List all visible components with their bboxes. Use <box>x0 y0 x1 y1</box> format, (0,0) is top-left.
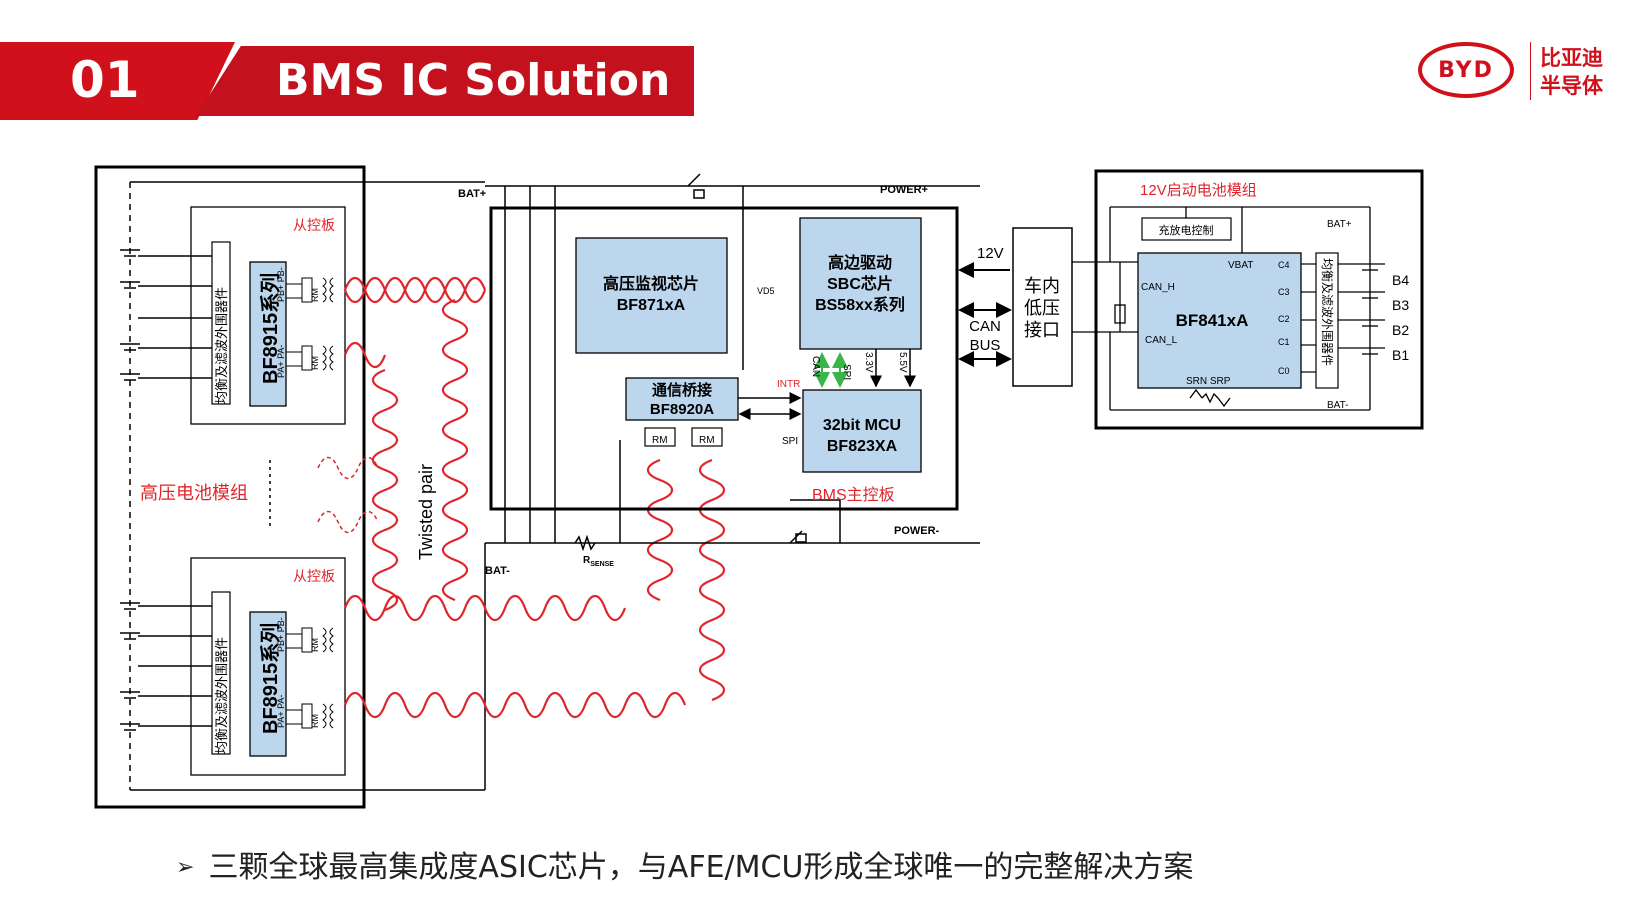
can-bus-line2: BUS <box>970 337 1001 354</box>
lv-pack-frame <box>1094 169 1424 430</box>
sbc-line3: BS58xx系列 <box>815 295 905 314</box>
rm-label: RM <box>310 714 320 728</box>
number-banner <box>0 42 235 120</box>
lv-pack-title: 12V启动电池模组 <box>1140 182 1257 199</box>
dashed-coils <box>317 456 379 534</box>
bullet-arrow-icon: ➢ <box>176 855 195 880</box>
title-banner <box>196 46 694 116</box>
pin-c3: C3 <box>1278 287 1290 297</box>
rm-label: RM <box>652 435 668 446</box>
balance-label: 均衡及滤波外围器件 <box>214 287 229 404</box>
cell-b3: B3 <box>1392 297 1409 313</box>
v12-label: 12V <box>977 245 1004 262</box>
pa-pins: PA+ PA- <box>276 695 286 728</box>
vehicle-lv-interface <box>1012 227 1073 387</box>
slave-board-label: 从控板 <box>293 568 335 584</box>
hv-cells-top <box>120 249 212 381</box>
vd5-label: VD5 <box>757 286 775 296</box>
hv-monitor-line1: 高压监视芯片 <box>603 274 699 293</box>
pb-pins: PB+ PB- <box>276 267 286 302</box>
lv-bat-minus: BAT- <box>1327 400 1348 411</box>
signal-55v: 5.5V <box>897 352 908 373</box>
vehicle-lv-line2: 低压 <box>1024 298 1060 318</box>
lv-chip-label: BF841xA <box>1176 311 1249 330</box>
sbc-line1: 高边驱动 <box>828 253 892 272</box>
sbc-line2: SBC芯片 <box>827 274 893 293</box>
hv-pack-frame <box>94 165 366 809</box>
pb-pins: PB+ PB- <box>276 617 286 652</box>
vehicle-lv-line3: 接口 <box>1024 320 1060 340</box>
bat-plus-label: BAT+ <box>458 188 486 200</box>
logo-divider <box>1530 42 1531 100</box>
hv-cells-bottom <box>120 602 212 731</box>
charge-control-label: 充放电控制 <box>1159 223 1214 237</box>
logo-text-line2: 半导体 <box>1540 74 1603 98</box>
hv-pack-label: 高压电池模组 <box>140 483 248 503</box>
rm-label: RM <box>310 638 320 652</box>
slide-header: 01 BMS IC Solution <box>0 0 1632 130</box>
bridge-line1: 通信桥接 <box>652 381 712 399</box>
bms-main-board-frame <box>489 206 959 511</box>
power-plus-label: POWER+ <box>880 184 928 196</box>
hv-monitor-line2: BF871xA <box>617 297 686 314</box>
signal-33v: 3.3V <box>863 352 874 373</box>
bat-minus-label: BAT- <box>485 565 510 577</box>
power-minus-label: POWER- <box>894 525 940 537</box>
can-h-label: CAN_H <box>1141 282 1175 293</box>
bridge-line2: BF8920A <box>650 401 714 418</box>
lv-bat-plus: BAT+ <box>1327 219 1352 230</box>
rm-label: RM <box>699 435 715 446</box>
cell-b1: B1 <box>1392 347 1409 363</box>
logo-text-line1: 比亚迪 <box>1540 46 1603 70</box>
slave-board-bottom: 从控板 均衡及滤波外围器件 BF8915系列 PB+ PB- PA+ PA- R… <box>190 557 346 776</box>
pin-c4: C4 <box>1278 260 1290 270</box>
srn-srp-label: SRN SRP <box>1186 376 1231 387</box>
slave-board-label: 从控板 <box>293 217 335 233</box>
byd-logo: BYD 比亚迪 半导体 <box>1418 36 1618 106</box>
pin-c0: C0 <box>1278 366 1290 376</box>
slide-number: 01 <box>70 51 140 109</box>
pin-c1: C1 <box>1278 337 1290 347</box>
cell-b4: B4 <box>1392 272 1409 288</box>
pa-pins: PA+ PA- <box>276 345 286 378</box>
vbat-label: VBAT <box>1228 260 1253 271</box>
can-bus-line1: CAN <box>969 318 1001 335</box>
rsense-label: RSENSE <box>583 555 614 568</box>
slave-chip-label: BF8915系列 <box>259 273 282 384</box>
cell-b2: B2 <box>1392 322 1409 338</box>
bullet-text: 三颗全球最高集成度ASIC芯片，与AFE/MCU形成全球唯一的完整解决方案 <box>208 850 1194 885</box>
signal-can: CAN <box>810 356 821 377</box>
bullet-summary: ➢ 三颗全球最高集成度ASIC芯片，与AFE/MCU形成全球唯一的完整解决方案 <box>176 842 1193 886</box>
lv-balance-label: 均衡及滤波外围器件 <box>1320 258 1334 366</box>
rm-label: RM <box>310 356 320 370</box>
can-l-label: CAN_L <box>1145 335 1178 346</box>
slave-chip-label: BF8915系列 <box>259 623 282 734</box>
bridge-chip <box>625 377 739 421</box>
signal-spi2: SPI <box>782 436 798 447</box>
slave-board-top: 从控板 均衡及滤波外围器件 BF8915系列 PB+ PB- PA+ PA- R… <box>190 206 346 425</box>
vehicle-lv-line1: 车内 <box>1024 276 1060 296</box>
signal-spi: SPI <box>841 364 852 380</box>
twisted-pair-wires <box>343 276 726 719</box>
sbc-chip <box>799 217 922 350</box>
mcu-chip <box>802 389 922 473</box>
mcu-line1: 32bit MCU <box>823 417 901 434</box>
mcu-line2: BF823XA <box>827 438 898 455</box>
bms-main-label: BMS主控板 <box>812 486 895 504</box>
rm-label: RM <box>310 288 320 302</box>
balance-label: 均衡及滤波外围器件 <box>214 637 229 754</box>
lv-chip <box>1137 252 1302 389</box>
byd-logo-mark: BYD <box>1418 42 1514 98</box>
pin-c2: C2 <box>1278 314 1290 324</box>
hv-monitor-chip <box>575 237 728 354</box>
signal-intr: INTR <box>777 379 800 390</box>
slide-title: BMS IC Solution <box>276 55 671 106</box>
twisted-pair-label: Twisted pair <box>416 464 436 560</box>
